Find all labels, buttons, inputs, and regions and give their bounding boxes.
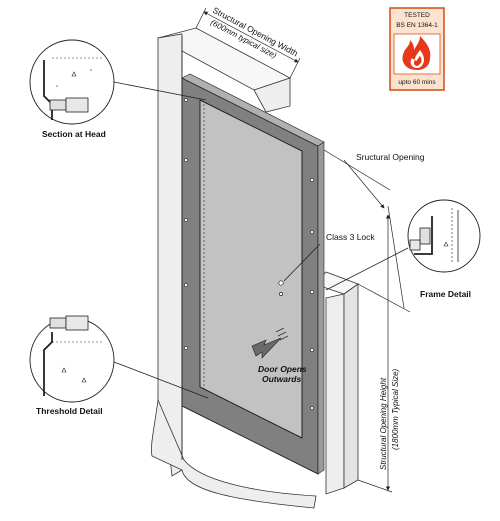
badge-duration: upto 60 mins [398, 79, 436, 86]
class3-lock [278, 280, 284, 296]
badge-tested: TESTED [404, 12, 430, 19]
lock-leader-line [283, 243, 321, 282]
threshold-detail [29, 315, 115, 403]
frame-detail [407, 199, 481, 273]
head-leader-line [113, 81, 207, 101]
threshold-leader-line [113, 361, 209, 399]
height-label: Structural Opening Height [379, 377, 388, 470]
threshold-detail-label: Threshold Detail [36, 406, 103, 416]
class3-lock-label: Class 3 Lock [326, 232, 375, 242]
flame-icon [402, 36, 431, 70]
height-dimension: Structural Opening Height (1800mm Typica… [357, 214, 400, 493]
section-at-head-detail [29, 39, 115, 125]
height-typical-label: (1800mm Typical Size) [391, 368, 400, 450]
fire-test-badge: TESTED BS EN 1364-1 upto 60 mins [389, 7, 445, 91]
structural-opening-label: Sructural Opening [356, 152, 425, 162]
door-opens-arrow-icon [251, 327, 289, 359]
frame-detail-label: Frame Detail [420, 289, 471, 299]
wall-right-jamb [313, 271, 359, 495]
badge-standard: BS EN 1364-1 [396, 22, 438, 29]
door-leaf [199, 99, 303, 439]
door-opens-label-1: Door Opens [258, 364, 307, 374]
frame-leader-line [325, 247, 409, 291]
section-at-head-label: Section at Head [42, 129, 106, 139]
structural-opening-dimension: Sructural Opening [323, 149, 425, 313]
door-opens-label-2: Outwards [262, 374, 301, 384]
